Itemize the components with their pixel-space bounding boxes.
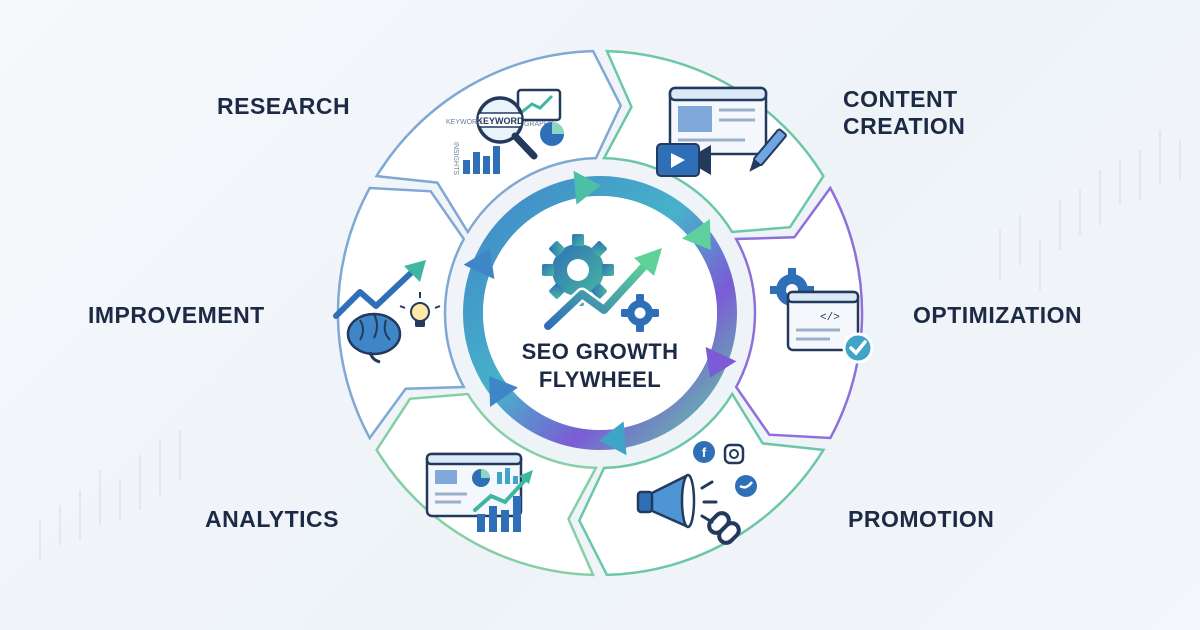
stage-label-text: CREATION (843, 113, 966, 139)
segment-improvement (336, 186, 466, 441)
background-chart-decoration (39, 130, 1181, 560)
cycle-arrowhead (599, 421, 627, 456)
keyword-tag-text: KEYWORD (477, 116, 525, 126)
analytics-dashboard-icon (425, 452, 533, 532)
stage-label-improvement: IMPROVEMENT (88, 302, 265, 329)
stage-label-text: ANALYTICS (205, 506, 339, 532)
stage-label-optimization: OPTIMIZATION (913, 302, 1082, 329)
insights-side-text: INSIGHTS (452, 142, 459, 175)
center-gear-growth-icon (541, 234, 662, 333)
stage-label-text: RESEARCH (217, 93, 351, 119)
stage-label-research: RESEARCH (217, 93, 350, 120)
cycle-arrowhead (463, 248, 495, 280)
title-line-1: SEO GROWTH (521, 339, 679, 364)
stage-label-text: PROMOTION (848, 506, 995, 532)
megaphone-social-icon: f (636, 441, 757, 545)
cycle-arrowhead (682, 218, 711, 251)
code-optimization-icon: </> (770, 268, 874, 364)
cycle-arrowhead (489, 375, 518, 408)
graphs-side-text: GRAPHS (524, 121, 554, 128)
stage-label-text: IMPROVEMENT (88, 302, 265, 328)
svg-text:</>: </> (820, 312, 840, 324)
svg-text:f: f (702, 445, 707, 460)
stage-label-promotion: PROMOTION (848, 506, 994, 533)
stage-label-content-creation: CONTENT CREATION (843, 86, 965, 140)
keyword-side-text: KEYWORD (446, 119, 482, 126)
keyword-research-icon: KEYWORD KEYWORD GRAPHS INSIGHTS (446, 88, 564, 175)
stage-label-text: OPTIMIZATION (913, 302, 1083, 328)
brain-growth-icon (333, 260, 441, 364)
stage-label-text: CONTENT (843, 86, 958, 112)
content-editor-icon (656, 86, 787, 177)
cycle-arrowhead (573, 170, 601, 205)
stage-label-analytics: ANALYTICS (205, 506, 339, 533)
diagram-title: SEO GROWTH FLYWHEEL (480, 338, 720, 394)
title-line-2: FLYWHEEL (538, 367, 662, 392)
cycle-arrowhead (705, 346, 737, 378)
segment-promotion (577, 391, 826, 577)
